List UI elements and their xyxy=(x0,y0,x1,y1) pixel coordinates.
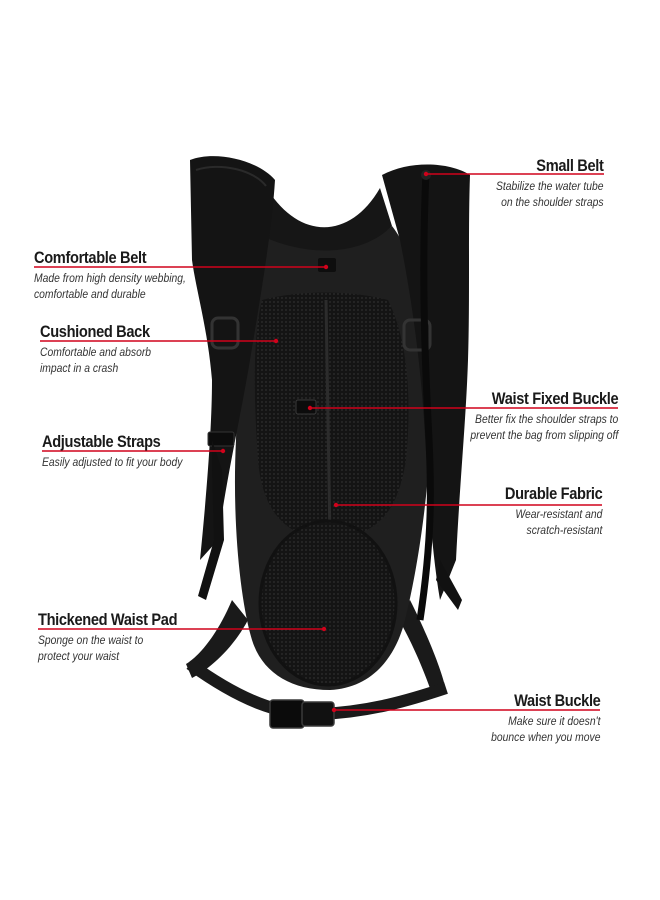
callout-description: Stabilize the water tube xyxy=(496,181,604,193)
hip-belt-left xyxy=(186,600,248,678)
sternum-buckle xyxy=(295,399,317,415)
top-handle xyxy=(250,188,392,251)
callout-leaders xyxy=(34,171,618,713)
waist-pad xyxy=(258,519,398,687)
callout-title: Waist Fixed Buckle xyxy=(491,389,618,408)
callout-description: protect your waist xyxy=(38,650,120,663)
callout-description: scratch-resistant xyxy=(526,524,602,537)
callout-description: Made from high density webbing, xyxy=(34,273,186,285)
hip-belt-right xyxy=(398,600,446,694)
callout-description: Wear-resistant and xyxy=(514,509,602,521)
callout-description: Better fix the shoulder straps to xyxy=(474,414,618,426)
callout-description: impact in a crash xyxy=(40,362,119,375)
callout-dot-cushioned-back xyxy=(273,338,279,344)
callout-dot-thickened-waist-pad xyxy=(321,626,327,632)
callout-description: Easily adjusted to fit your body xyxy=(42,457,183,469)
callout-title: Cushioned Back xyxy=(40,322,150,341)
left-shoulder-strap xyxy=(190,156,275,560)
waist-buckle-male xyxy=(269,699,305,729)
back-mesh-panel xyxy=(254,292,409,540)
callout-description: Make sure it doesn't xyxy=(507,716,600,728)
right-d-ring xyxy=(402,318,432,352)
callout-description: bounce when you move xyxy=(490,731,600,744)
callout-description: Sponge on the waist to xyxy=(38,635,144,647)
hydration-tube xyxy=(416,171,434,621)
callout-dot-comfortable-belt xyxy=(323,264,329,270)
right-lower-strap xyxy=(436,560,462,610)
callout-description: comfortable and durable xyxy=(34,288,146,301)
callout-dot-adjustable-straps xyxy=(220,448,226,454)
callout-title: Comfortable Belt xyxy=(34,248,147,267)
left-d-ring xyxy=(210,316,240,350)
callout-dot-small-belt xyxy=(423,171,429,177)
left-strap-buckle xyxy=(207,431,235,447)
callout-title: Durable Fabric xyxy=(504,484,602,503)
callout-title: Adjustable Straps xyxy=(42,432,161,451)
left-lower-strap xyxy=(198,440,224,600)
top-loop xyxy=(318,258,336,272)
callout-title: Thickened Waist Pad xyxy=(38,610,178,629)
callout-title: Waist Buckle xyxy=(513,691,601,710)
center-divider xyxy=(324,299,332,541)
callout-dot-waist-buckle xyxy=(331,707,337,713)
callout-description: on the shoulder straps xyxy=(501,196,604,209)
callout-description: Comfortable and absorb xyxy=(40,347,152,359)
waist-buckle-female xyxy=(301,701,335,727)
callout-dot-durable-fabric xyxy=(333,502,339,508)
callout-dot-waist-fixed-buckle xyxy=(307,405,313,411)
callout-description: prevent the bag from slipping off xyxy=(470,429,618,442)
callout-title: Small Belt xyxy=(536,156,605,175)
